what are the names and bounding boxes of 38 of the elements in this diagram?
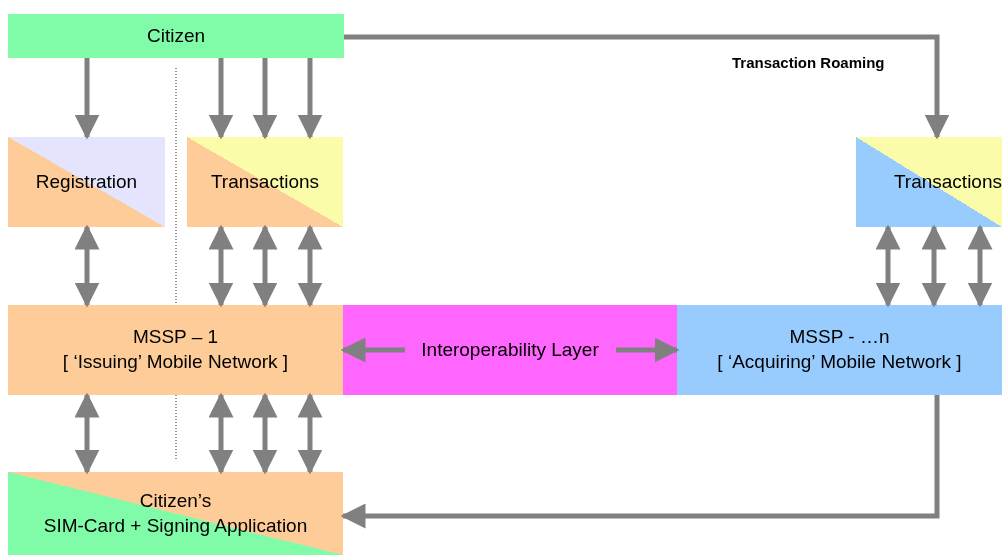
arrow [74, 392, 100, 475]
arrow [340, 395, 940, 529]
node-label: Citizen [146, 23, 206, 48]
arrow [297, 224, 323, 308]
node-label: Transactions [210, 169, 320, 194]
arrow [252, 58, 278, 140]
arrow [340, 337, 405, 363]
process-box [187, 137, 343, 227]
arrow [297, 392, 323, 475]
arrow [967, 224, 993, 308]
node-label: Registration [35, 169, 138, 194]
arrow [252, 392, 278, 475]
network-box [8, 305, 343, 395]
arrow [297, 58, 323, 140]
actor-box [8, 14, 344, 58]
arrow [208, 392, 234, 475]
arrow [74, 58, 100, 140]
arrow [875, 224, 901, 308]
node-label: MSSP – 1 [132, 325, 219, 350]
arrow [208, 224, 234, 308]
arrow [616, 337, 680, 363]
arrow [74, 224, 100, 308]
node-label: [ ‘Issuing’ Mobile Network ] [62, 350, 289, 374]
layer-band [343, 305, 677, 395]
node-label: SIM-Card + Signing Application [43, 513, 308, 538]
device-box [8, 472, 343, 555]
node-label: Transactions [893, 169, 1002, 194]
node-label: [ ‘Acquiring’ Mobile Network ] [717, 350, 962, 374]
network-box [677, 305, 1002, 395]
arrow [921, 224, 947, 308]
process-box [856, 137, 1002, 227]
node-label: Citizen’s [139, 488, 212, 513]
edge-label: Transaction Roaming [732, 54, 885, 71]
arrow [208, 58, 234, 140]
arrow [252, 224, 278, 308]
arrow [344, 34, 950, 140]
process-box [8, 137, 165, 227]
node-label: MSSP - …n [789, 325, 890, 350]
